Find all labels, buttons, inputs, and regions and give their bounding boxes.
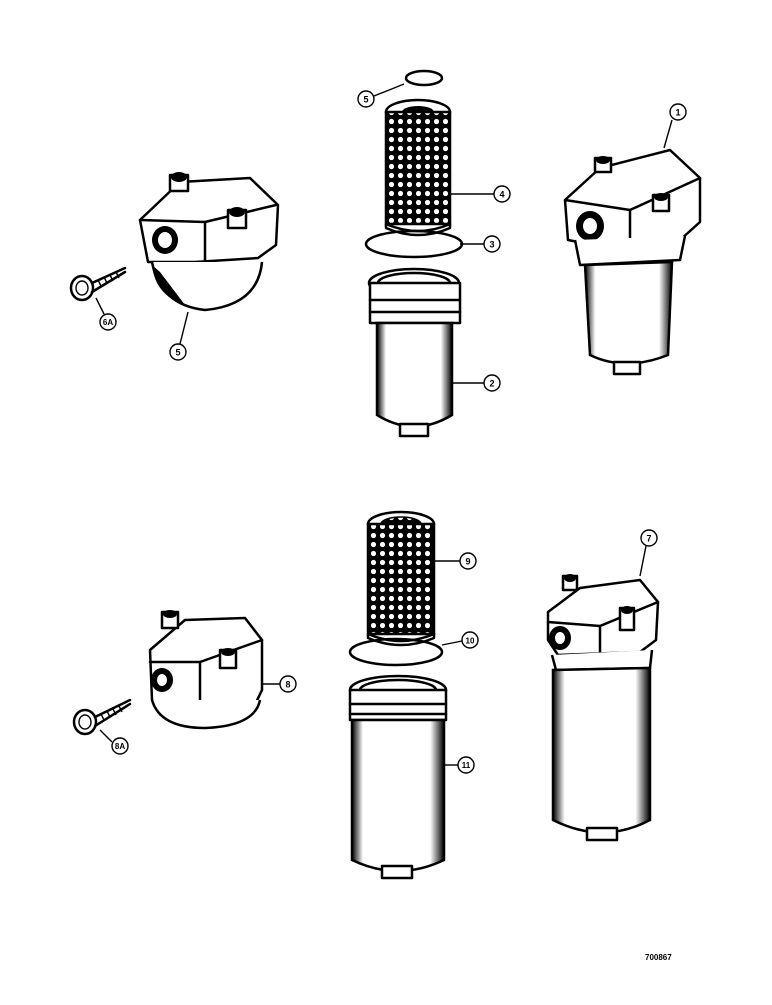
o-ring-5-top bbox=[404, 69, 444, 87]
callout-11: 11 bbox=[462, 761, 471, 770]
callout-8a: 8A bbox=[115, 742, 125, 751]
callout-8: 8 bbox=[285, 680, 290, 690]
callout-1: 1 bbox=[675, 108, 680, 118]
filter-assembly-1 bbox=[563, 148, 702, 376]
filter-head-top bbox=[138, 172, 280, 312]
drawing-reference-number: 700867 bbox=[645, 953, 672, 962]
filter-assembly-7 bbox=[546, 574, 660, 842]
filter-element-4 bbox=[384, 98, 452, 237]
bleed-screw-8a bbox=[72, 698, 132, 736]
callouts: 1 2 3 4 5 5 6A 7 8 8 bbox=[95, 83, 687, 774]
callout-9: 9 bbox=[465, 557, 470, 567]
filter-element-9 bbox=[366, 510, 436, 647]
callout-3: 3 bbox=[489, 240, 494, 250]
callout-5-head: 5 bbox=[175, 348, 180, 358]
callout-2: 2 bbox=[489, 379, 494, 389]
callout-5-top: 5 bbox=[363, 95, 368, 105]
callout-7: 7 bbox=[646, 534, 651, 544]
callout-10: 10 bbox=[466, 637, 475, 646]
bleed-screw-6a bbox=[69, 266, 127, 302]
callout-6a: 6A bbox=[103, 318, 113, 327]
o-ring-10 bbox=[348, 637, 444, 667]
filter-head-8 bbox=[148, 610, 264, 730]
filter-bowl-2 bbox=[367, 267, 462, 438]
filter-bowl-11 bbox=[348, 674, 448, 880]
callout-1-circle bbox=[669, 103, 687, 121]
callout-4: 4 bbox=[499, 190, 504, 200]
